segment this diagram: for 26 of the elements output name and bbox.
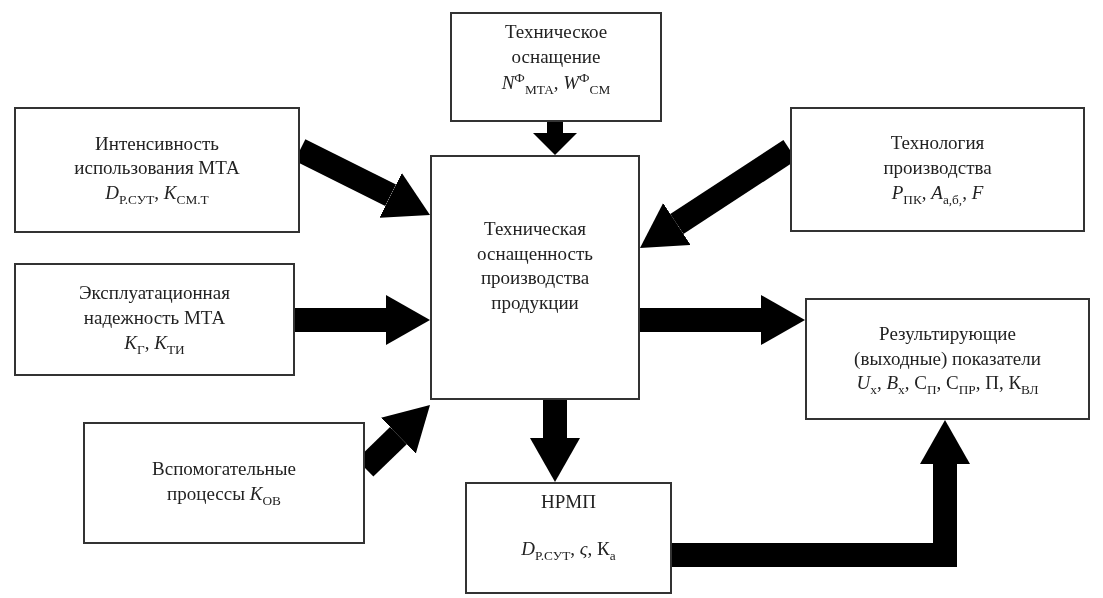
process-box: [83, 422, 365, 544]
box-title: Технология производства: [882, 131, 993, 180]
process-box: [14, 107, 300, 233]
formula-text: U$_{х}$, B$_{х}$, С$_{П}$, С$_{ПР}$, П, К$_{ВЛ}$: [856, 371, 1039, 399]
box-title: Интенсивность использования МТА: [73, 131, 241, 181]
process-box: [430, 155, 640, 400]
formula-text: D$_{Р.СУТ}$, ς, К$_{а}$: [521, 536, 616, 564]
block-arrow: [640, 295, 805, 345]
block-arrow: [295, 295, 430, 345]
block-arrow: [530, 400, 580, 482]
formula-text: D$_{Р.СУТ}$, K$_{СМ.Т}$: [105, 181, 209, 209]
formula-text: K$_{Г}$, K$_{ТИ}$: [124, 330, 185, 358]
process-box: [14, 263, 295, 376]
box-title: НРМП: [541, 490, 596, 514]
box-title: Эксплуатационная надежность МТА: [78, 281, 231, 330]
formula-text: P$_{ПК}$, A$_{а,б,}$, F: [891, 180, 984, 208]
box-title: Результирующие (выходные) показатели: [853, 322, 1042, 371]
block-arrow: [533, 122, 577, 155]
box-title: Техническая оснащенность производства продукции: [476, 217, 594, 316]
process-box: [790, 107, 1085, 232]
process-box: [805, 298, 1090, 420]
box-title: Техническое оснащение: [503, 20, 609, 69]
box-title: Вспомогательные процессы K$_{ОВ}$: [151, 457, 297, 509]
block-arrow: [672, 420, 970, 567]
process-box: [465, 482, 672, 594]
process-box: [450, 12, 662, 122]
